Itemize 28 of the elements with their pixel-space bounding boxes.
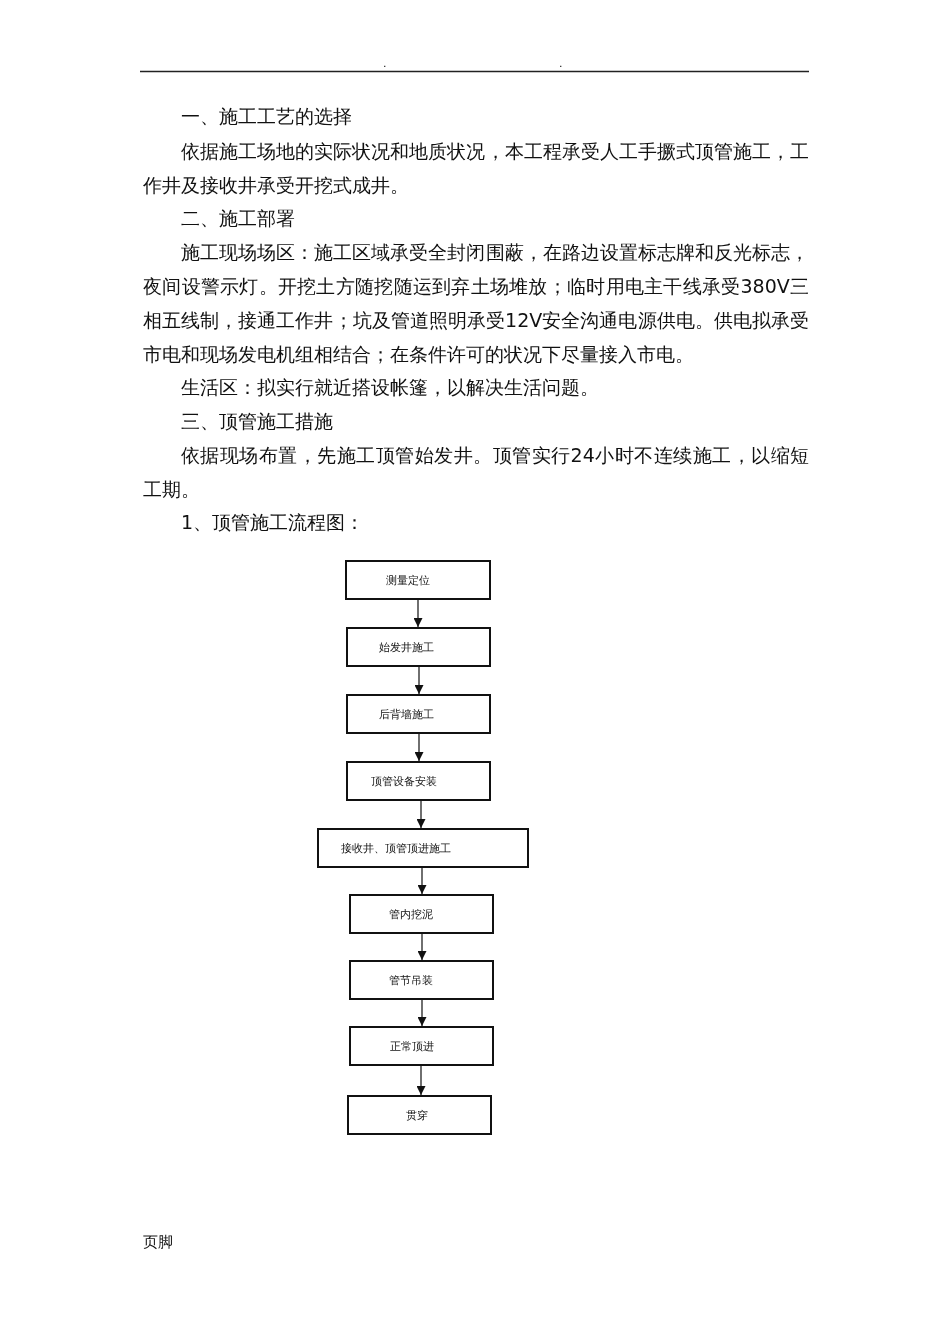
section-heading: 1、顶管施工流程图： <box>180 510 366 535</box>
process-box: 管内挖泥 <box>349 894 494 934</box>
paragraph: 依据现场布置，先施工顶管始发井。顶管实行24小时不连续施工，以缩短工期。 <box>143 443 809 502</box>
arrow <box>417 867 427 895</box>
paragraph: 依据施工场地的实际状况和地质状况，本工程承受人工手撅式顶管施工，工作井及接收井承受开挖式成井。 <box>143 139 809 198</box>
arrow <box>417 999 427 1027</box>
process-box: 测量定位 <box>345 560 491 600</box>
paragraph: 施工现场场区：施工区域承受全封闭围蔽，在路边设置标志牌和反光标志，夜间设警示灯。开挖土方随挖随运到弃土场堆放；临时用电主干线承受380V三相五线制，接通工作井；坑及管道照明承受12V安全沟通电源供电。供电拟承受市电和现场发电机组相结合；在条件许可的状况下尽量接入市电。 <box>143 240 809 367</box>
process-box: 正常顶进 <box>349 1026 494 1066</box>
arrow <box>416 1065 426 1096</box>
arrow <box>414 666 424 695</box>
process-box: 接收井、顶管顶进施工 <box>317 828 529 868</box>
arrow <box>413 599 423 628</box>
section-heading: 一、施工工艺的选择 <box>180 104 353 129</box>
process-box: 贯穿 <box>347 1095 492 1135</box>
header-text: . <box>383 56 388 72</box>
process-box: 管节吊装 <box>349 960 494 1000</box>
arrow <box>416 800 426 829</box>
header-text: . <box>559 56 564 72</box>
process-box: 顶管设备安装 <box>346 761 491 801</box>
section-heading: 二、施工部署 <box>180 206 296 231</box>
process-box: 始发井施工 <box>346 627 491 667</box>
footer-text: 页脚 <box>143 1232 174 1253</box>
section-heading: 三、顶管施工措施 <box>180 409 334 434</box>
arrow <box>414 733 424 762</box>
paragraph: 生活区：拟实行就近搭设帐篷，以解决生活问题。 <box>180 375 600 400</box>
arrow <box>417 933 427 961</box>
process-box: 后背墙施工 <box>346 694 491 734</box>
